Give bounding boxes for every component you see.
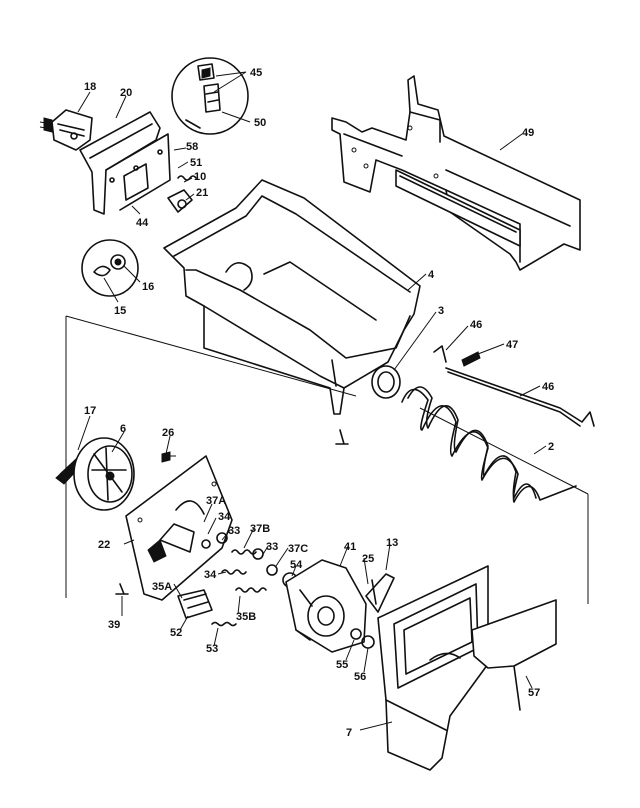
callout-17: 17 bbox=[84, 405, 96, 417]
inset-detail-45-50 bbox=[171, 57, 249, 135]
callout-37A: 37A bbox=[206, 495, 226, 507]
callout-34-top: 34 bbox=[218, 511, 231, 523]
callout-37C: 37C bbox=[288, 543, 308, 555]
inset-detail-15-16 bbox=[81, 239, 139, 297]
callout-16: 16 bbox=[142, 281, 154, 293]
callout-53: 53 bbox=[206, 643, 218, 655]
callout-21: 21 bbox=[196, 187, 208, 199]
callout-45: 45 bbox=[250, 67, 262, 79]
part-6-drive-wheel bbox=[73, 437, 135, 511]
callout-51: 51 bbox=[190, 157, 202, 169]
part-46-rod bbox=[433, 345, 595, 427]
callout-26: 26 bbox=[162, 427, 174, 439]
part-53-spring bbox=[211, 621, 237, 627]
callout-54: 54 bbox=[290, 559, 303, 571]
part-20-mounting-bracket bbox=[79, 111, 171, 215]
part-4-ice-bin bbox=[163, 179, 421, 415]
part-3-ring bbox=[371, 365, 401, 399]
callout-39: 39 bbox=[108, 619, 120, 631]
callout-41: 41 bbox=[344, 541, 356, 553]
callout-4: 4 bbox=[428, 269, 435, 281]
callout-55: 55 bbox=[336, 659, 348, 671]
callout-52: 52 bbox=[170, 627, 182, 639]
callout-7: 7 bbox=[346, 727, 352, 739]
callout-20: 20 bbox=[120, 87, 132, 99]
callout-33-mid: 33 bbox=[266, 541, 278, 553]
part-49-back-panel bbox=[331, 75, 581, 271]
part-41-housing bbox=[285, 559, 367, 653]
callout-13: 13 bbox=[386, 537, 398, 549]
callout-22: 22 bbox=[98, 539, 110, 551]
callout-35B: 35B bbox=[236, 611, 256, 623]
part-26-screw bbox=[161, 451, 176, 463]
part-22-motor-plate bbox=[125, 455, 233, 601]
alignment-frame bbox=[65, 315, 589, 604]
part-13-25-bracket bbox=[365, 573, 395, 613]
callout-44: 44 bbox=[136, 217, 149, 229]
leader-lines bbox=[77, 71, 547, 731]
callout-25: 25 bbox=[362, 553, 374, 565]
callout-57: 57 bbox=[528, 687, 540, 699]
part-21-switch bbox=[167, 189, 193, 213]
part-18-relay bbox=[39, 109, 93, 151]
callout-33-top: 33 bbox=[228, 525, 240, 537]
bin-screw bbox=[335, 429, 349, 445]
part-52-bracket bbox=[177, 589, 213, 619]
part-7-door bbox=[377, 565, 489, 771]
callout-6: 6 bbox=[120, 423, 126, 435]
part-2-auger bbox=[401, 386, 577, 503]
callout-18: 18 bbox=[84, 81, 96, 93]
callout-58: 58 bbox=[186, 141, 198, 153]
part-39-screw bbox=[115, 583, 129, 595]
callout-46-top: 46 bbox=[470, 319, 482, 331]
callout-labels: 18 20 45 50 49 58 51 10 21 44 16 15 4 3 … bbox=[84, 67, 554, 739]
callout-56: 56 bbox=[354, 671, 366, 683]
callout-47: 47 bbox=[506, 339, 518, 351]
part-49-slide-rail bbox=[395, 169, 521, 247]
callout-35A: 35A bbox=[152, 581, 172, 593]
callout-2: 2 bbox=[548, 441, 554, 453]
callout-50: 50 bbox=[254, 117, 266, 129]
callout-37B: 37B bbox=[250, 523, 270, 535]
callout-15: 15 bbox=[114, 305, 126, 317]
part-57-cover bbox=[471, 599, 557, 711]
callout-10: 10 bbox=[194, 171, 206, 183]
callout-34-mid: 34 bbox=[204, 569, 217, 581]
callout-3: 3 bbox=[438, 305, 444, 317]
callout-46-rod: 46 bbox=[542, 381, 554, 393]
callout-49: 49 bbox=[522, 127, 534, 139]
